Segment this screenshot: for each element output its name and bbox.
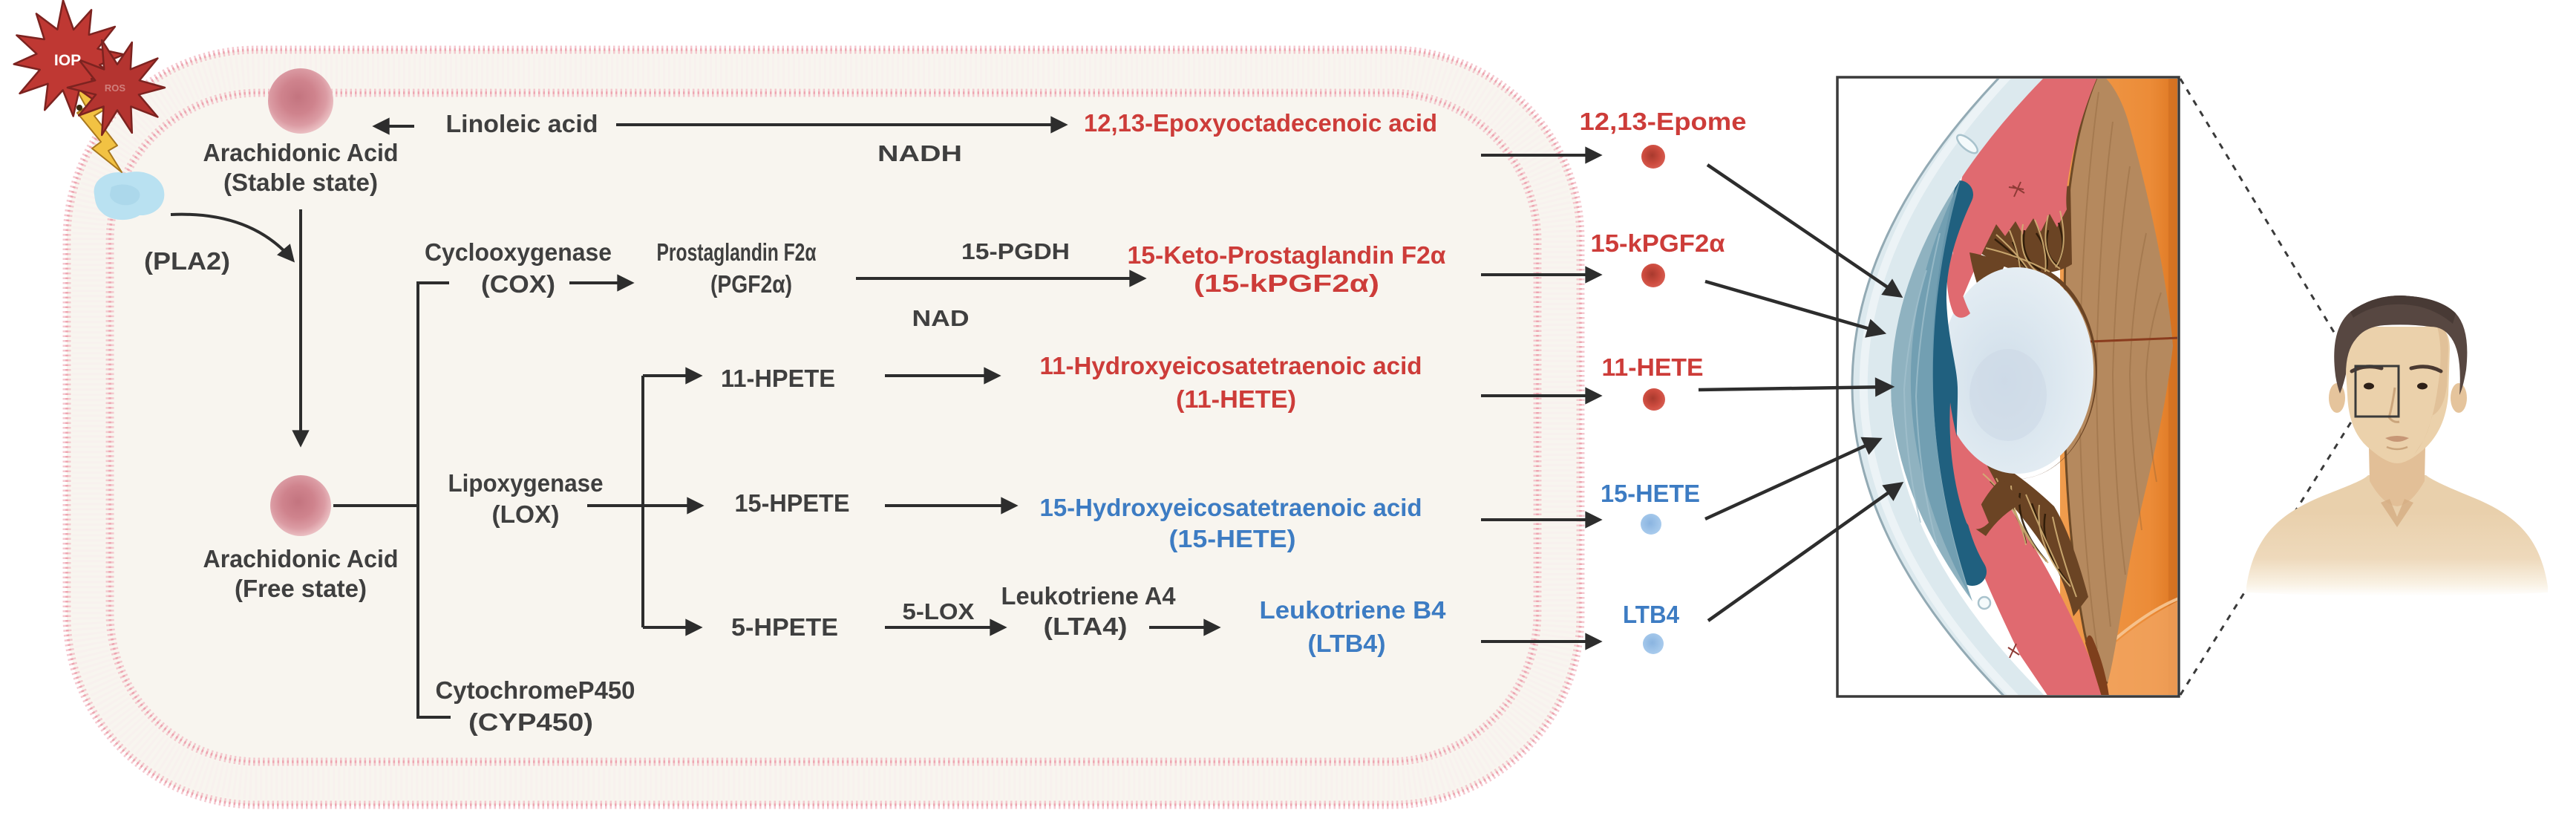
svg-text:15-PGDH: 15-PGDH: [961, 238, 1070, 264]
svg-text:(15-HETE): (15-HETE): [1169, 525, 1296, 552]
svg-text:(LTB4): (LTB4): [1308, 630, 1386, 657]
svg-text:15-HPETE: 15-HPETE: [735, 489, 850, 517]
svg-text:(15-kPGF2α): (15-kPGF2α): [1194, 270, 1379, 297]
svg-text:(CYP450): (CYP450): [468, 708, 593, 736]
svg-text:12,13-Epoxyoctadecenoic acid: 12,13-Epoxyoctadecenoic acid: [1084, 109, 1437, 137]
svg-text:15-Hydroxyeicosatetraenoic aci: 15-Hydroxyeicosatetraenoic acid: [1040, 494, 1422, 521]
svg-text:Lipoxygenase: Lipoxygenase: [448, 469, 604, 497]
svg-text:IOP: IOP: [54, 52, 81, 69]
svg-text:Cyclooxygenase: Cyclooxygenase: [425, 238, 612, 266]
svg-text:11-Hydroxyeicosatetraenoic aci: 11-Hydroxyeicosatetraenoic acid: [1040, 352, 1422, 379]
svg-text:Leukotriene A4: Leukotriene A4: [1001, 582, 1177, 610]
svg-text:Arachidonic Acid: Arachidonic Acid: [203, 139, 399, 166]
svg-text:Leukotriene B4: Leukotriene B4: [1260, 596, 1447, 624]
svg-text:(PGF2α): (PGF2α): [710, 270, 792, 298]
svg-text:(LOX): (LOX): [492, 500, 560, 528]
svg-text:15-kPGF2α: 15-kPGF2α: [1591, 229, 1725, 257]
svg-text:CytochromeP450: CytochromeP450: [436, 676, 635, 704]
svg-text:5-HPETE: 5-HPETE: [731, 613, 838, 641]
svg-text:15-HETE: 15-HETE: [1601, 480, 1700, 507]
svg-text:NADH: NADH: [877, 140, 962, 166]
svg-text:ROS: ROS: [105, 82, 126, 94]
svg-text:15-Keto-Prostaglandin F2α: 15-Keto-Prostaglandin F2α: [1128, 241, 1446, 269]
svg-text:(11-HETE): (11-HETE): [1176, 385, 1296, 413]
svg-text:5-LOX: 5-LOX: [903, 598, 975, 624]
svg-text:11-HPETE: 11-HPETE: [721, 365, 835, 392]
svg-text:(PLA2): (PLA2): [144, 247, 230, 275]
svg-text:(Free state): (Free state): [235, 575, 367, 602]
svg-text:Arachidonic Acid: Arachidonic Acid: [203, 545, 399, 572]
svg-text:Linoleic acid: Linoleic acid: [446, 110, 598, 137]
svg-text:(LTA4): (LTA4): [1044, 613, 1128, 640]
svg-text:LTB4: LTB4: [1623, 601, 1680, 628]
svg-text:(COX): (COX): [481, 270, 555, 298]
svg-text:(Stable state): (Stable state): [223, 169, 378, 196]
svg-text:NAD: NAD: [912, 305, 970, 331]
svg-text:12,13-Epome: 12,13-Epome: [1580, 108, 1747, 135]
svg-text:11-HETE: 11-HETE: [1602, 353, 1704, 381]
svg-text:Prostaglandin F2α: Prostaglandin F2α: [657, 238, 817, 266]
